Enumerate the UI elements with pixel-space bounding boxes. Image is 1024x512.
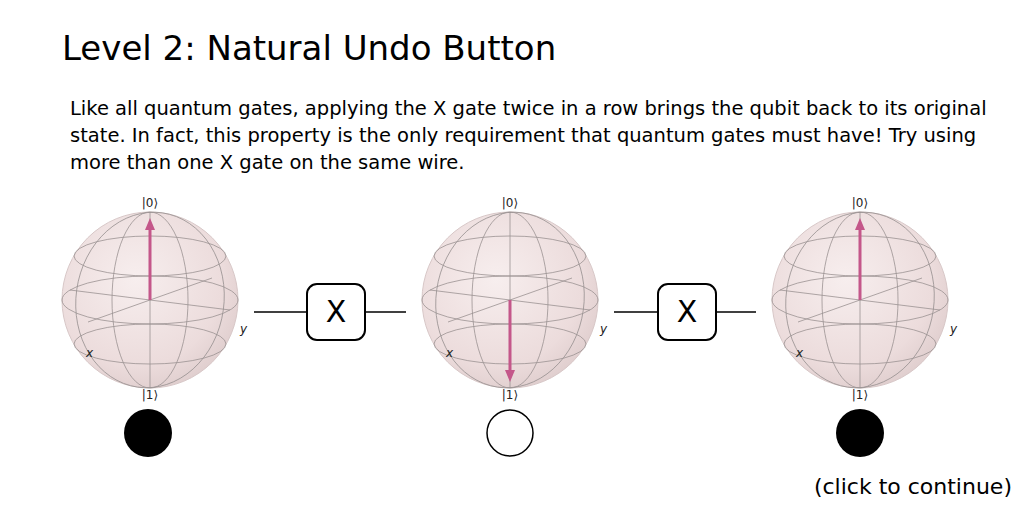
instruction-text: Like all quantum gates, applying the X g… xyxy=(70,95,990,176)
axis-label: y xyxy=(240,322,247,336)
x-gate-box: X xyxy=(306,283,366,341)
axis-label: x xyxy=(796,346,803,360)
quantum-wire xyxy=(614,312,657,313)
bloch-sphere-node: |0⟩ x y |1⟩ xyxy=(756,196,964,406)
axis-label: y xyxy=(600,322,607,336)
measure-dot xyxy=(836,409,884,457)
bloch-sphere xyxy=(422,203,598,398)
ket-label: |1⟩ xyxy=(852,388,868,402)
axis-label: x xyxy=(446,346,453,360)
ket-label: |1⟩ xyxy=(142,388,158,402)
ket-label: |0⟩ xyxy=(142,196,158,210)
measure-dot xyxy=(487,410,533,456)
ket-label: |0⟩ xyxy=(502,196,518,210)
bloch-sphere-node: |0⟩ x y |1⟩ xyxy=(46,196,254,406)
continue-hint: (click to continue) xyxy=(814,474,1012,499)
x-gate-box: X xyxy=(657,283,717,341)
ket-label: |0⟩ xyxy=(852,196,868,210)
page-title: Level 2: Natural Undo Button xyxy=(62,28,556,68)
quantum-wire xyxy=(366,312,406,313)
bloch-sphere xyxy=(772,203,948,398)
gate-label: X xyxy=(326,297,347,327)
axis-label: y xyxy=(950,322,957,336)
measure-dot xyxy=(124,409,172,457)
axis-label: x xyxy=(86,346,93,360)
quantum-wire xyxy=(717,312,756,313)
ket-label: |1⟩ xyxy=(502,388,518,402)
bloch-sphere xyxy=(62,203,238,398)
gate-label: X xyxy=(677,297,698,327)
quantum-wire xyxy=(254,312,306,313)
bloch-sphere-node: |0⟩ x y |1⟩ xyxy=(406,196,614,406)
